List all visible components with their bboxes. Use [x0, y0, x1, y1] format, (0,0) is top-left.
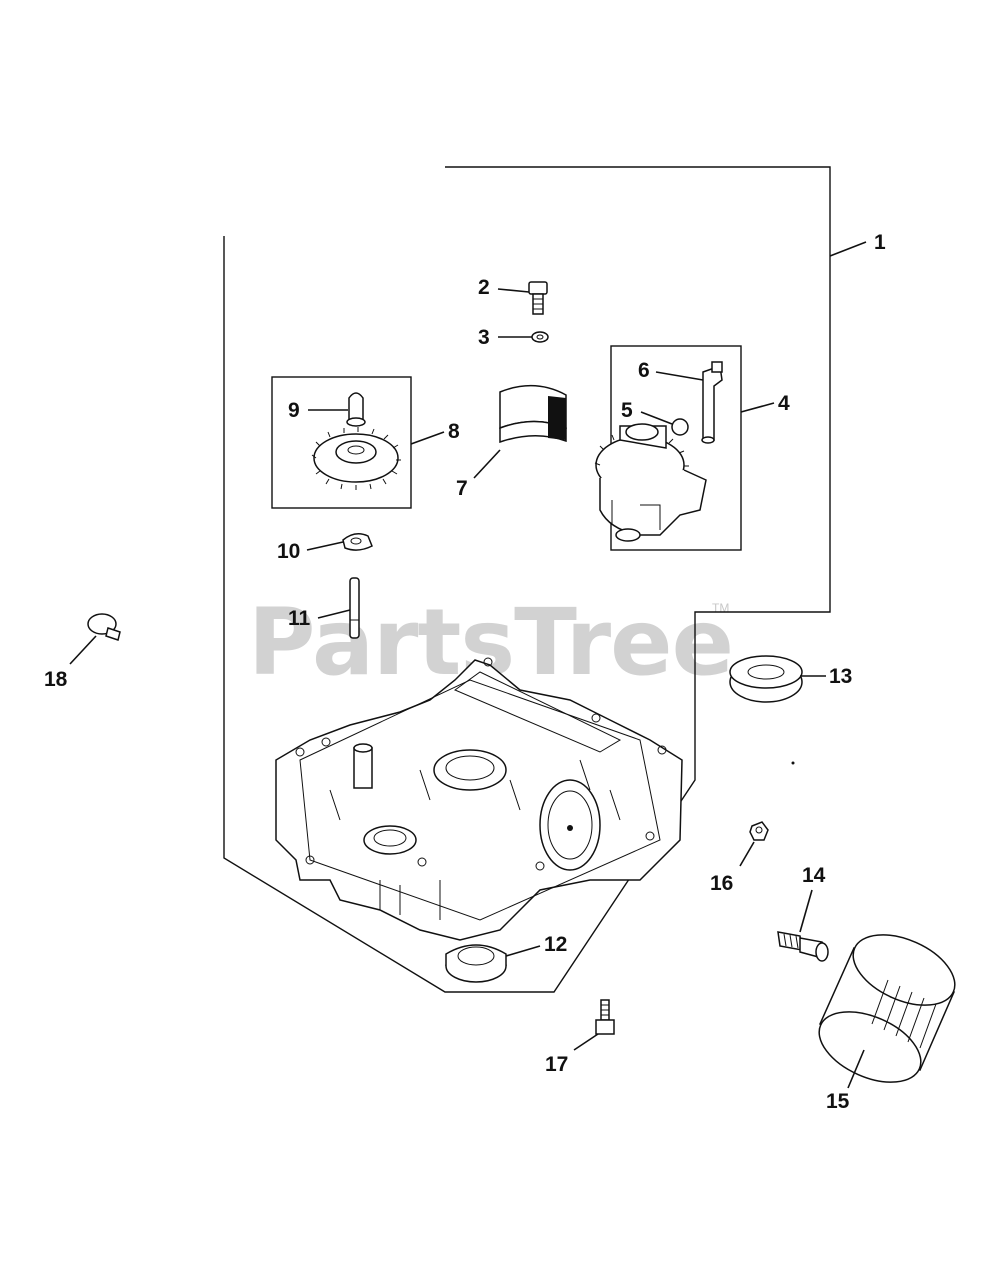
subassembly-box-8	[271, 376, 412, 509]
leader-12	[505, 945, 541, 957]
callout-3: 3	[478, 326, 490, 349]
pin-part[interactable]	[346, 392, 366, 427]
callout-7: 7	[456, 477, 468, 500]
leader-7	[473, 449, 501, 479]
seal-part[interactable]	[445, 944, 507, 983]
callout-11: 11	[288, 607, 311, 630]
leader-4	[740, 402, 775, 413]
leader-11	[317, 609, 351, 619]
adapter-nipple-part[interactable]	[777, 931, 829, 962]
callout-18: 18	[44, 668, 68, 691]
watermark-trademark: TM	[712, 601, 729, 615]
callout-8: 8	[448, 420, 460, 443]
oil-pump-part[interactable]	[594, 423, 707, 542]
thrust-washer-part[interactable]	[342, 533, 373, 551]
bolt-part[interactable]	[528, 281, 548, 315]
nut-part[interactable]	[749, 821, 769, 841]
leader-8	[410, 431, 445, 445]
leader-15	[847, 1049, 865, 1089]
callout-16: 16	[710, 872, 733, 895]
o-ring-part[interactable]	[671, 418, 689, 436]
pickup-tube-part[interactable]	[701, 361, 723, 444]
large-seal-part[interactable]	[729, 655, 803, 703]
callout-12: 12	[544, 933, 567, 956]
washer-part[interactable]	[531, 331, 549, 343]
screw-part[interactable]	[595, 999, 615, 1035]
leader-2	[497, 288, 530, 293]
callout-4: 4	[778, 392, 790, 415]
leader-1	[829, 241, 867, 257]
callout-17: 17	[545, 1053, 568, 1076]
callout-2: 2	[478, 276, 490, 299]
callout-1: 1	[874, 231, 886, 254]
leader-18	[69, 635, 97, 665]
leader-10	[306, 541, 344, 551]
oil-pan-housing[interactable]	[275, 657, 683, 941]
callout-10: 10	[277, 540, 300, 563]
callout-14: 14	[802, 864, 826, 887]
drain-plug-part[interactable]	[87, 613, 121, 641]
leader-16	[739, 841, 755, 867]
leader-5	[640, 411, 673, 425]
leader-14	[799, 889, 813, 933]
shaft-part[interactable]	[349, 577, 360, 639]
callout-5: 5	[621, 399, 633, 422]
assembly-outline	[223, 166, 831, 993]
oil-filter-part[interactable]	[808, 921, 965, 1097]
stray-dot	[791, 761, 795, 765]
leader-6	[655, 371, 704, 381]
bearing-shell-part[interactable]	[499, 384, 567, 444]
callout-15: 15	[826, 1090, 850, 1113]
callout-9: 9	[288, 399, 300, 422]
leader-17	[573, 1033, 599, 1051]
callout-13: 13	[829, 665, 852, 688]
gear-part[interactable]	[311, 427, 401, 490]
callout-6: 6	[638, 359, 650, 382]
